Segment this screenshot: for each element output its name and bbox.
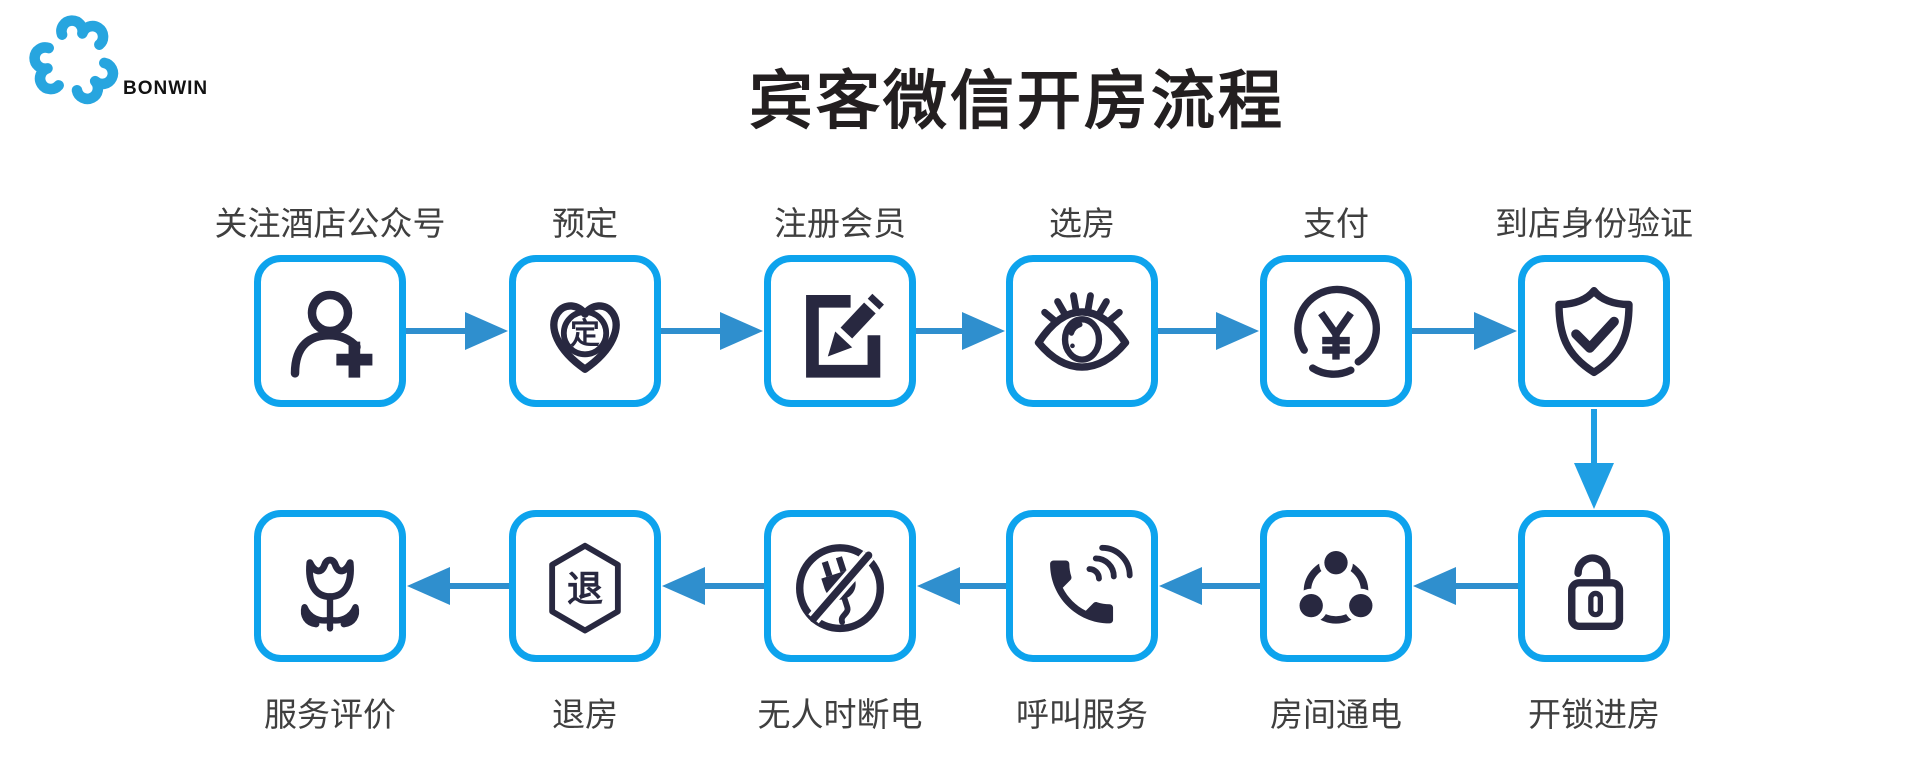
- arrow-right-2: [661, 312, 763, 350]
- service-rating-flower-icon: [300, 556, 360, 632]
- step-checkout: 退 退房: [458, 510, 712, 736]
- arrow-right-4: [1158, 312, 1259, 350]
- booking-heart-icon: 定: [550, 302, 620, 373]
- step-box: [1518, 255, 1670, 407]
- step-box: [764, 510, 916, 662]
- step-power-off: 无人时断电: [713, 510, 967, 736]
- step-room-power: 房间通电: [1209, 510, 1463, 736]
- arrow-left-3: [917, 567, 1006, 605]
- arrow-right-5: [1412, 312, 1517, 350]
- step-label: 选房: [1049, 205, 1115, 242]
- step-label: 关注酒店公众号: [214, 205, 446, 242]
- room-power-share-icon: [1294, 545, 1378, 624]
- step-box: [1260, 510, 1412, 662]
- step-label: 注册会员: [774, 205, 906, 242]
- step-select-room: 选房: [955, 193, 1209, 407]
- step-follow-account: 关注酒店公众号: [203, 193, 457, 407]
- step-pay: 支付: [1209, 193, 1463, 407]
- step-label: 到店身份验证: [1495, 205, 1693, 242]
- step-box: [254, 510, 406, 662]
- step-box: [1518, 510, 1670, 662]
- power-off-plug-icon: [796, 544, 884, 633]
- step-label: 服务评价: [264, 696, 396, 733]
- register-edit-icon: [806, 293, 884, 378]
- step-booking: 预定 定: [458, 193, 712, 407]
- arrow-right-1: [406, 312, 508, 350]
- step-call-service: 呼叫服务: [955, 510, 1209, 736]
- step-label: 呼叫服务: [1016, 696, 1148, 733]
- step-label: 预定: [552, 205, 618, 242]
- step-box: 退: [509, 510, 661, 662]
- identity-shield-icon: [1555, 287, 1633, 377]
- unlock-icon: [1568, 554, 1624, 630]
- step-label: 无人时断电: [757, 696, 923, 733]
- step-box: [254, 255, 406, 407]
- arrow-right-3: [916, 312, 1005, 350]
- step-box: [764, 255, 916, 407]
- person-add-icon: [290, 290, 373, 378]
- step-box: [1006, 255, 1158, 407]
- step-label: 房间通电: [1270, 696, 1402, 733]
- step-box: 定: [509, 255, 661, 407]
- step-label: 开锁进房: [1528, 696, 1660, 733]
- pay-yen-icon: [1294, 285, 1380, 378]
- arrow-left-4: [1159, 567, 1260, 605]
- step-service-rating: 服务评价: [203, 510, 457, 736]
- arrow-left-5: [1413, 567, 1518, 605]
- arrow-down: [1574, 409, 1614, 509]
- step-unlock-enter: 开锁进房: [1467, 510, 1721, 736]
- step-box: [1260, 255, 1412, 407]
- call-service-phone-icon: [1050, 544, 1133, 624]
- checkout-hexagon-icon: 退: [549, 542, 621, 634]
- arrow-left-2: [662, 567, 764, 605]
- step-label: 退房: [552, 696, 618, 733]
- brand-wordmark: BONWIN: [123, 78, 209, 99]
- page-title: 宾客微信开房流程: [749, 65, 1285, 137]
- step-identity-verify: 到店身份验证: [1467, 193, 1721, 407]
- step-label: 支付: [1303, 205, 1369, 242]
- arrow-left-1: [407, 567, 509, 605]
- svg-text:退: 退: [567, 568, 603, 609]
- step-box: [1006, 510, 1158, 662]
- room-select-eye-icon: [1034, 292, 1130, 371]
- step-register: 注册会员: [713, 193, 967, 407]
- svg-text:定: 定: [570, 317, 600, 351]
- bonwin-pinwheel-icon: [29, 15, 119, 105]
